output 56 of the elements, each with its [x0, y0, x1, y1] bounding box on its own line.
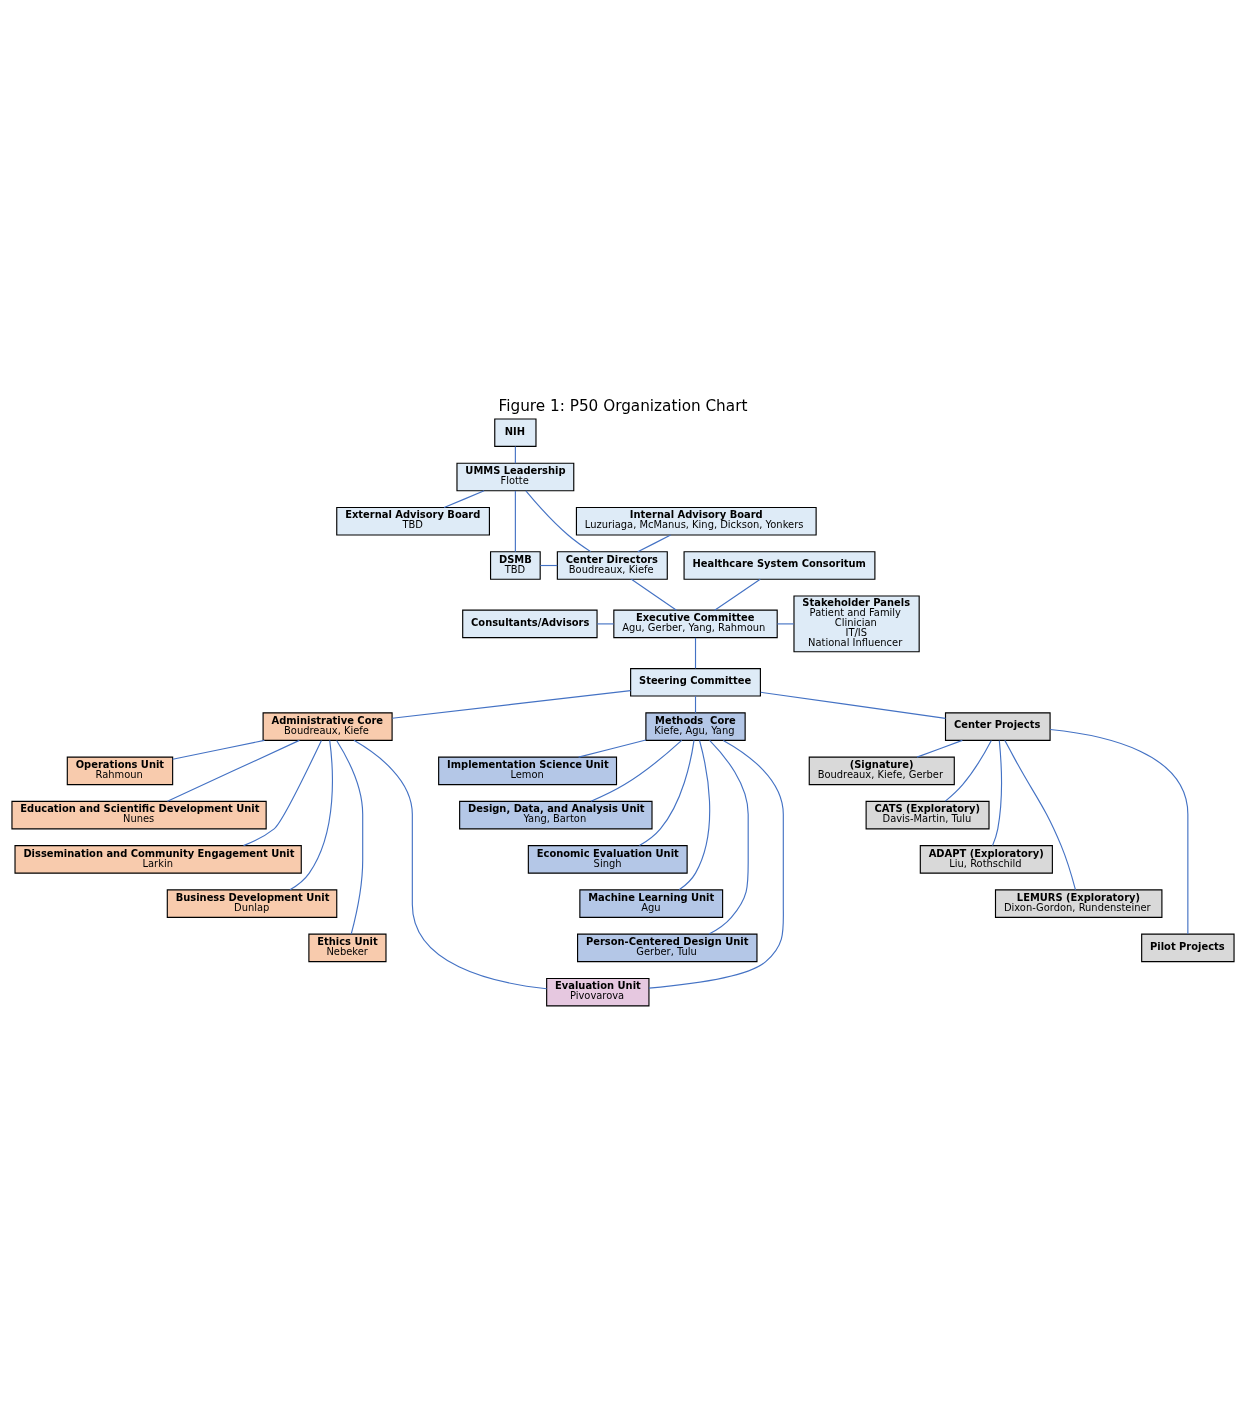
connector — [353, 739, 548, 990]
node-box: Center Projects — [944, 712, 1051, 741]
node-box: Steering Committee — [630, 668, 761, 697]
node-box: Internal Advisory Board Luzuriaga, McManus, King, Dickson, Yonkers — [575, 506, 817, 536]
node-box: Design, Data, and Analysis Unit Yang, Barton — [459, 800, 653, 830]
node-box: Evaluation Unit Pivovarova — [546, 977, 650, 1007]
connector — [678, 739, 711, 891]
connector — [694, 637, 697, 669]
connector — [714, 578, 761, 611]
connector — [916, 739, 963, 758]
node-box: Operations Unit Rahmoun — [66, 756, 174, 786]
node-box: Machine Learning Unit Agu — [579, 889, 724, 918]
connector — [391, 690, 632, 719]
diagram-title: Figure 1: P50 Organization Chart — [498, 397, 748, 416]
connector — [1004, 739, 1077, 891]
node-box: Person-Centered Design Unit Gerber, Tulu — [577, 933, 758, 963]
connector — [638, 739, 695, 847]
node-box: Stakeholder Panels Patient and Family Clinician IT/IS National Influencer — [793, 595, 920, 653]
node-box: Implementation Science Unit Lemon — [438, 756, 618, 786]
node-box: DSMB TBD — [490, 551, 541, 580]
connector — [336, 739, 364, 935]
node-box: UMMS Leadership Flotte — [456, 462, 575, 492]
node-box: CATS (Exploratory) Davis-Martin, Tulu — [865, 800, 990, 830]
node-box: Center Directors Boudreaux, Kiefe — [556, 551, 668, 580]
connector — [991, 740, 1003, 847]
node-box: External Advisory Board TBD — [336, 506, 490, 536]
node-box: Executive Committee Agu, Gerber, Yang, Rahmoun — [613, 609, 778, 639]
node-box: Methods Core Kiefe, Agu, Yang — [645, 712, 746, 741]
node-box: Consultants/Advisors — [462, 609, 598, 639]
node-box: Administrative Core Boudreaux, Kiefe — [262, 712, 393, 741]
connector — [630, 578, 678, 611]
node-box: Dissemination and Community Engagement Unit Larkin — [14, 845, 302, 874]
connector — [166, 739, 300, 802]
node-box: Pilot Projects — [1141, 933, 1235, 963]
node-box: LEMURS (Exploratory) Dixon-Gordon, Rundensteiner — [994, 889, 1163, 918]
connector — [637, 534, 672, 553]
connector — [172, 739, 265, 760]
connector — [514, 490, 516, 553]
node-box: Economic Evaluation Unit Singh — [527, 845, 688, 874]
node-box: ADAPT (Exploratory) Liu, Rothschild — [919, 845, 1053, 874]
connector — [289, 739, 333, 891]
node-box: Ethics Unit Nebeker — [308, 933, 387, 963]
connector — [708, 739, 749, 935]
connector — [760, 691, 947, 719]
node-box: Healthcare System Consoritum — [683, 551, 876, 580]
node-box: (Signature) Boudreaux, Kiefe, Gerber — [808, 756, 955, 786]
connector — [1049, 728, 1189, 935]
connector — [776, 623, 795, 625]
connector — [590, 739, 683, 802]
connector — [648, 739, 784, 989]
connector — [578, 739, 647, 758]
connector — [944, 739, 992, 802]
connector — [596, 623, 615, 625]
node-box: NIH — [494, 418, 537, 447]
node-box: Business Development Unit Dunlap — [166, 889, 338, 918]
node-box: Education and Scientific Development Unit Nunes — [11, 800, 267, 830]
